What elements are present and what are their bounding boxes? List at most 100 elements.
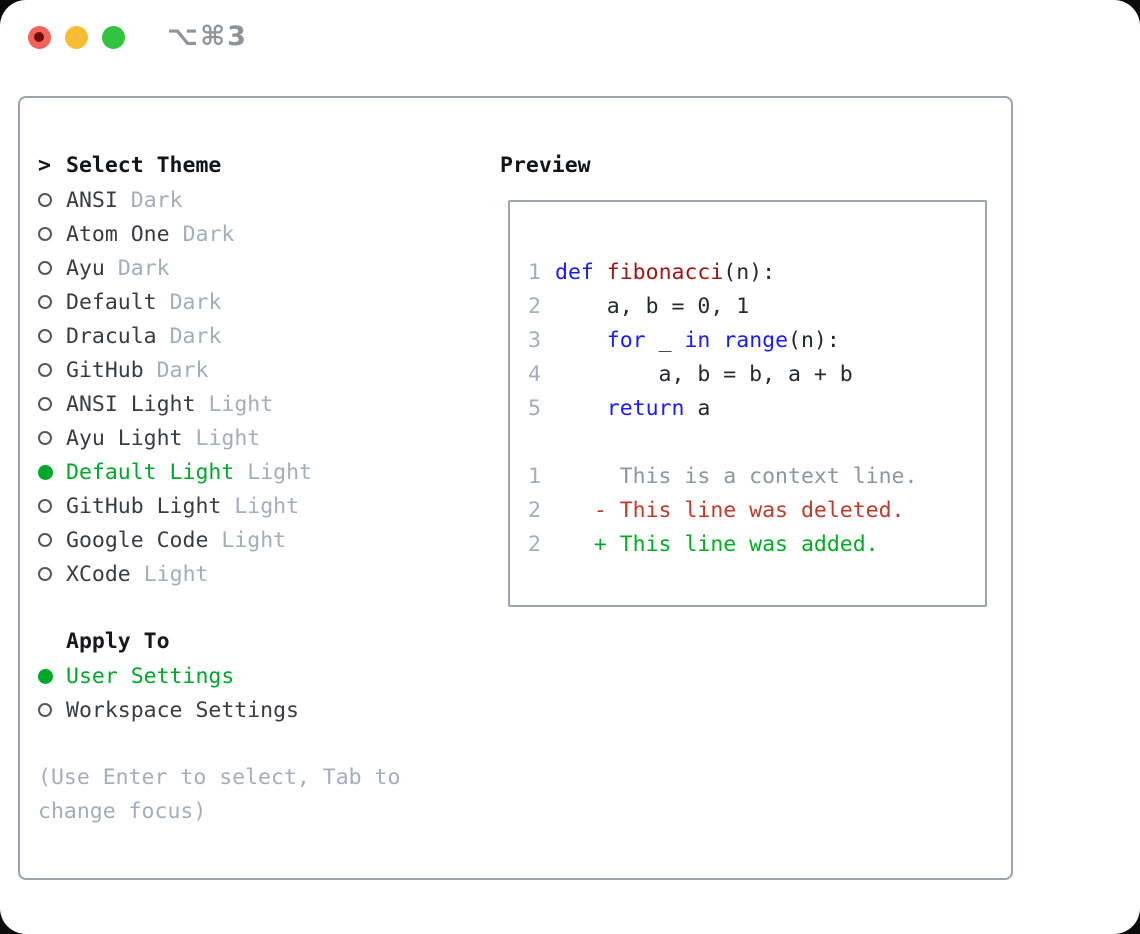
theme-option[interactable]: Ayu Light Light bbox=[38, 421, 312, 455]
option-variant-label: Light bbox=[247, 459, 313, 485]
option-label: Google Code bbox=[66, 527, 209, 553]
radio-unselected-icon bbox=[38, 499, 66, 513]
option-variant-label: Light bbox=[221, 527, 287, 553]
preview-header: Preview bbox=[500, 153, 591, 178]
code-segment: a, b = b, a + b bbox=[555, 362, 853, 387]
select-theme-header: > Select Theme bbox=[38, 149, 221, 183]
line-number: 1 bbox=[528, 260, 541, 285]
code-segment: def bbox=[555, 260, 594, 285]
diff-text: This is a context line. bbox=[555, 464, 918, 489]
code-segment: a, b = 0, 1 bbox=[555, 294, 750, 319]
code-line: 5 return a bbox=[528, 392, 853, 426]
option-label: ANSI Light bbox=[66, 391, 196, 417]
code-line: 3 for _ in range(n): bbox=[528, 324, 853, 358]
option-variant-label: Dark bbox=[156, 357, 209, 383]
option-label: XCode bbox=[66, 561, 131, 587]
radio-unselected-icon bbox=[38, 567, 66, 581]
option-variant-label: Light bbox=[208, 391, 274, 417]
diff-preview: 1 This is a context line.2 - This line w… bbox=[528, 460, 917, 562]
theme-option[interactable]: Dracula Dark bbox=[38, 319, 312, 353]
line-number: 1 bbox=[528, 464, 541, 489]
option-label: Default Light bbox=[66, 459, 235, 485]
radio-unselected-icon bbox=[38, 703, 66, 717]
line-number: 2 bbox=[528, 294, 541, 319]
option-variant-label: Dark bbox=[169, 323, 222, 349]
radio-unselected-icon bbox=[38, 397, 66, 411]
line-number: 4 bbox=[528, 362, 541, 387]
window-shortcut-label: ⌥⌘3 bbox=[167, 21, 248, 52]
code-segment bbox=[710, 328, 723, 353]
hint-text: (Use Enter to select, Tab to change focu… bbox=[38, 765, 401, 824]
code-segment bbox=[594, 260, 607, 285]
diff-line-deleted: 2 - This line was deleted. bbox=[528, 494, 917, 528]
code-segment: range bbox=[723, 328, 789, 353]
radio-unselected-icon bbox=[38, 533, 66, 547]
option-variant-label: Light bbox=[234, 493, 300, 519]
line-number: 2 bbox=[528, 498, 541, 523]
minimize-button[interactable] bbox=[65, 26, 88, 49]
theme-option[interactable]: XCode Light bbox=[38, 557, 312, 591]
focus-caret-icon: > bbox=[38, 153, 51, 178]
radio-unselected-icon bbox=[38, 193, 66, 207]
radio-unselected-icon bbox=[38, 329, 66, 343]
zoom-button[interactable] bbox=[102, 26, 125, 49]
diff-line-context: 1 This is a context line. bbox=[528, 460, 917, 494]
radio-selected-icon bbox=[38, 668, 66, 684]
theme-option[interactable]: Default Dark bbox=[38, 285, 312, 319]
theme-option[interactable]: GitHub Light Light bbox=[38, 489, 312, 523]
option-variant-label: Dark bbox=[130, 187, 183, 213]
option-label: ANSI bbox=[66, 187, 118, 213]
code-line: 4 a, b = b, a + b bbox=[528, 358, 853, 392]
code-segment: (n): bbox=[788, 328, 840, 353]
theme-option[interactable]: Default Light Light bbox=[38, 455, 312, 489]
radio-unselected-icon bbox=[38, 227, 66, 241]
option-variant-label: Dark bbox=[169, 289, 222, 315]
apply-to-option[interactable]: Workspace Settings bbox=[38, 693, 299, 727]
radio-unselected-icon bbox=[38, 363, 66, 377]
line-number: 2 bbox=[528, 532, 541, 557]
code-segment bbox=[555, 328, 607, 353]
option-label: Dracula bbox=[66, 323, 157, 349]
line-number: 5 bbox=[528, 396, 541, 421]
close-button[interactable] bbox=[28, 26, 51, 49]
option-label: User Settings bbox=[66, 663, 235, 689]
theme-option[interactable]: ANSI Dark bbox=[38, 183, 312, 217]
code-segment: a bbox=[684, 396, 711, 421]
option-label: Atom One bbox=[66, 221, 170, 247]
option-label: Default bbox=[66, 289, 157, 315]
code-segment: _ bbox=[645, 328, 685, 353]
option-label: Ayu bbox=[66, 255, 105, 281]
code-segment: for bbox=[606, 328, 646, 353]
theme-option[interactable]: ANSI Light Light bbox=[38, 387, 312, 421]
code-line: 1 def fibonacci(n): bbox=[528, 256, 853, 290]
code-segment: fibonacci bbox=[606, 260, 724, 285]
code-segment: return bbox=[606, 396, 685, 421]
option-label: Workspace Settings bbox=[66, 697, 299, 723]
line-number: 3 bbox=[528, 328, 541, 353]
option-variant-label: Light bbox=[195, 425, 261, 451]
diff-text: + This line was added. bbox=[555, 532, 879, 557]
select-theme-title: Select Theme bbox=[66, 153, 222, 178]
option-variant-label: Light bbox=[143, 561, 209, 587]
code-segment: (n): bbox=[723, 260, 776, 285]
code-segment: in bbox=[684, 328, 711, 353]
theme-option[interactable]: Google Code Light bbox=[38, 523, 312, 557]
radio-unselected-icon bbox=[38, 295, 66, 309]
apply-to-header: Apply To bbox=[66, 629, 170, 654]
radio-unselected-icon bbox=[38, 431, 66, 445]
code-line: 2 a, b = 0, 1 bbox=[528, 290, 853, 324]
option-label: Ayu Light bbox=[66, 425, 183, 451]
close-dot-icon bbox=[34, 32, 44, 42]
apply-to-option[interactable]: User Settings bbox=[38, 659, 299, 693]
code-segment bbox=[555, 396, 607, 421]
option-label: GitHub Light bbox=[66, 493, 222, 519]
